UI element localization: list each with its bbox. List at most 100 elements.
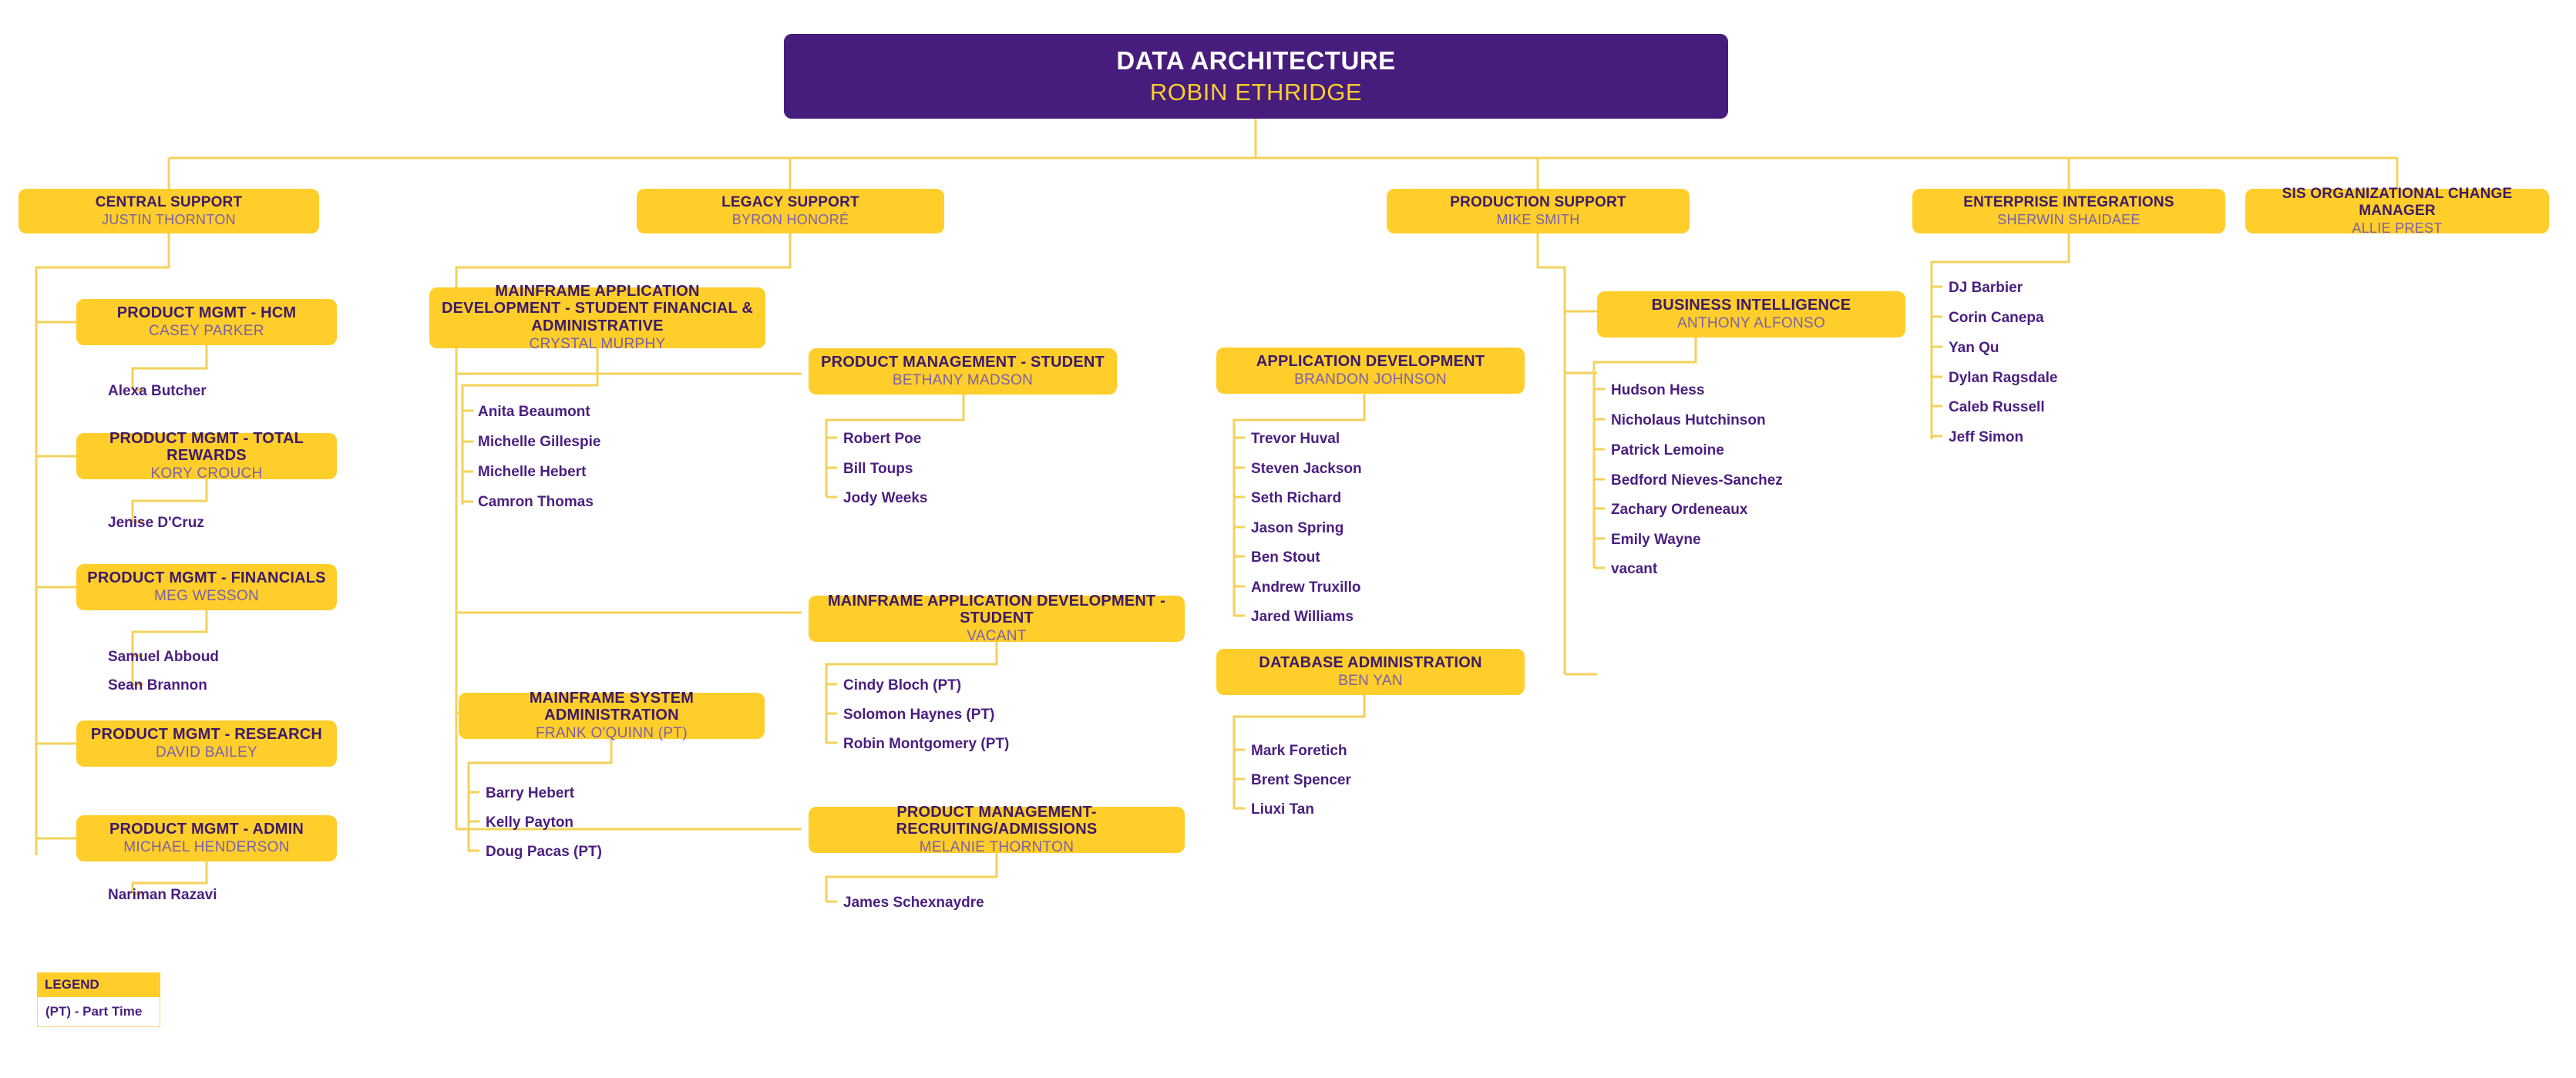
staff-name: Jody Weeks — [843, 490, 928, 506]
root-person: ROBIN ETHRIDGE — [1149, 78, 1363, 106]
staff-name: Andrew Truxillo — [1251, 579, 1361, 596]
staff-name: Jared Williams — [1251, 609, 1354, 625]
team-title: MAINFRAME APPLICATION DEVELOPMENT - STUD… — [441, 283, 753, 334]
staff-name: Patrick Lemoine — [1611, 442, 1724, 458]
team-person: MELANIE THORNTON — [919, 839, 1074, 856]
team-title: DATABASE ADMINISTRATION — [1259, 653, 1482, 671]
root-node-data-architecture[interactable]: DATA ARCHITECTURE ROBIN ETHRIDGE — [784, 34, 1728, 119]
team-title: MAINFRAME APPLICATION DEVELOPMENT - STUD… — [827, 592, 1166, 627]
staff-name: Anita Beaumont — [478, 404, 590, 420]
division-title: ENTERPRISE INTEGRATIONS — [1963, 194, 2174, 211]
staff-name: Emily Wayne — [1611, 532, 1701, 548]
staff-name: Jeff Simon — [1949, 429, 2024, 445]
division-node-central-support[interactable]: CENTRAL SUPPORT JUSTIN THORNTON — [18, 189, 319, 233]
staff-name: Bill Toups — [843, 461, 913, 477]
staff-name: Camron Thomas — [478, 494, 594, 510]
team-title: PRODUCT MGMT - FINANCIALS — [87, 569, 326, 586]
team-node-mainframe-sys-admin[interactable]: MAINFRAME SYSTEM ADMINISTRATION FRANK O'… — [459, 689, 765, 742]
team-node-pm-recruiting-admissions[interactable]: PRODUCT MANAGEMENT- RECRUITING/ADMISSION… — [809, 803, 1185, 856]
team-person: KORY CROUCH — [150, 465, 263, 482]
staff-name: Michelle Hebert — [478, 464, 587, 480]
legend: LEGEND (PT) - Part Time — [37, 972, 160, 1027]
team-node-pm-research[interactable]: PRODUCT MGMT - RESEARCH DAVID BAILEY — [76, 720, 337, 767]
staff-name: Samuel Abboud — [108, 649, 219, 665]
staff-name: Liuxi Tan — [1251, 801, 1314, 818]
staff-name: Bedford Nieves-Sanchez — [1611, 472, 1783, 489]
team-title: PRODUCT MANAGEMENT - STUDENT — [821, 353, 1105, 371]
team-person: FRANK O'QUINN (PT) — [536, 725, 688, 742]
team-node-database-administration[interactable]: DATABASE ADMINISTRATION BEN YAN — [1216, 649, 1525, 695]
team-title: PRODUCT MGMT - ADMIN — [109, 820, 304, 838]
division-node-legacy-support[interactable]: LEGACY SUPPORT BYRON HONORÉ — [637, 189, 944, 233]
staff-name: Dylan Ragsdale — [1949, 370, 2058, 386]
staff-name: Brent Spencer — [1251, 772, 1351, 788]
team-title: APPLICATION DEVELOPMENT — [1256, 352, 1485, 370]
staff-name: Yan Qu — [1949, 340, 1999, 356]
team-title: PRODUCT MGMT - RESEARCH — [90, 725, 323, 743]
division-person: MIKE SMITH — [1496, 212, 1580, 228]
division-person: ALLIE PREST — [2352, 220, 2443, 236]
staff-name: Sean Brannon — [108, 677, 207, 693]
legend-entry-part-time: (PT) - Part Time — [37, 997, 160, 1027]
team-title: PRODUCT MGMT - HCM — [116, 304, 297, 321]
staff-name: Cindy Bloch (PT) — [843, 677, 962, 693]
staff-name: Barry Hebert — [486, 785, 575, 801]
staff-name: Seth Richard — [1251, 490, 1342, 506]
staff-name: Zachary Ordeneaux — [1611, 502, 1748, 518]
staff-name: Ben Stout — [1251, 549, 1320, 566]
team-node-pm-financials[interactable]: PRODUCT MGMT - FINANCIALS MEG WESSON — [76, 564, 337, 610]
team-node-pm-hcm[interactable]: PRODUCT MGMT - HCM CASEY PARKER — [76, 299, 337, 345]
staff-name: Trevor Huval — [1251, 431, 1340, 447]
division-node-enterprise-integrations[interactable]: ENTERPRISE INTEGRATIONS SHERWIN SHAIDAEE — [1912, 189, 2225, 233]
team-person: CRYSTAL MURPHY — [529, 336, 666, 353]
team-node-pm-admin[interactable]: PRODUCT MGMT - ADMIN MICHAEL HENDERSON — [76, 815, 337, 861]
team-node-mainframe-appdev-student[interactable]: MAINFRAME APPLICATION DEVELOPMENT - STUD… — [809, 592, 1185, 645]
division-person: SHERWIN SHAIDAEE — [1997, 212, 2141, 228]
staff-name: Jason Spring — [1251, 520, 1344, 536]
team-person: CASEY PARKER — [149, 323, 264, 340]
staff-name: Corin Canepa — [1949, 310, 2044, 326]
staff-name: Solomon Haynes (PT) — [843, 707, 995, 723]
team-person: BETHANY MADSON — [892, 372, 1034, 389]
staff-name: vacant — [1611, 561, 1658, 577]
staff-name: Nicholaus Hutchinson — [1611, 412, 1766, 428]
staff-name: DJ Barbier — [1949, 280, 2023, 296]
team-node-pm-total-rewards[interactable]: PRODUCT MGMT - TOTAL REWARDS KORY CROUCH — [76, 429, 337, 482]
division-title: SIS ORGANIZATIONAL CHANGE MANAGER — [2282, 186, 2513, 219]
division-title: CENTRAL SUPPORT — [95, 194, 243, 211]
team-node-business-intelligence[interactable]: BUSINESS INTELLIGENCE ANTHONY ALFONSO — [1597, 291, 1905, 338]
team-person: VACANT — [967, 628, 1027, 645]
staff-name: Steven Jackson — [1251, 461, 1362, 477]
team-node-application-development[interactable]: APPLICATION DEVELOPMENT BRANDON JOHNSON — [1216, 348, 1525, 394]
team-person: ANTHONY ALFONSO — [1676, 315, 1826, 332]
division-person: BYRON HONORÉ — [731, 212, 849, 228]
staff-name: James Schexnaydre — [843, 895, 984, 911]
team-person: MICHAEL HENDERSON — [123, 839, 290, 856]
staff-name: Robin Montgomery (PT) — [843, 736, 1010, 752]
staff-name: Caleb Russell — [1949, 399, 2045, 415]
team-person: MEG WESSON — [153, 588, 259, 605]
staff-name: Robert Poe — [843, 431, 922, 447]
staff-name: Hudson Hess — [1611, 382, 1705, 398]
team-title: PRODUCT MGMT - TOTAL REWARDS — [109, 429, 304, 465]
staff-name: Michelle Gillespie — [478, 434, 601, 450]
division-node-production-support[interactable]: PRODUCTION SUPPORT MIKE SMITH — [1387, 189, 1690, 233]
root-title: DATA ARCHITECTURE — [1116, 45, 1396, 75]
team-title: MAINFRAME SYSTEM ADMINISTRATION — [529, 689, 694, 724]
team-person: BEN YAN — [1338, 673, 1403, 690]
team-person: DAVID BAILEY — [155, 744, 258, 761]
team-title: PRODUCT MANAGEMENT- RECRUITING/ADMISSION… — [896, 803, 1098, 838]
team-node-pm-student[interactable]: PRODUCT MANAGEMENT - STUDENT BETHANY MAD… — [809, 348, 1117, 395]
legend-heading: LEGEND — [37, 972, 160, 997]
division-title: PRODUCTION SUPPORT — [1450, 194, 1626, 211]
division-node-sis-org-change-manager[interactable]: SIS ORGANIZATIONAL CHANGE MANAGER ALLIE … — [2245, 186, 2549, 236]
staff-name: Nariman Razavi — [108, 887, 217, 903]
division-person: JUSTIN THORNTON — [102, 212, 236, 228]
team-title: BUSINESS INTELLIGENCE — [1651, 296, 1851, 314]
team-node-mainframe-appdev-sfa[interactable]: MAINFRAME APPLICATION DEVELOPMENT - STUD… — [429, 283, 765, 352]
division-title: LEGACY SUPPORT — [721, 194, 859, 211]
staff-name: Mark Foretich — [1251, 743, 1347, 759]
staff-name: Kelly Payton — [486, 814, 574, 831]
